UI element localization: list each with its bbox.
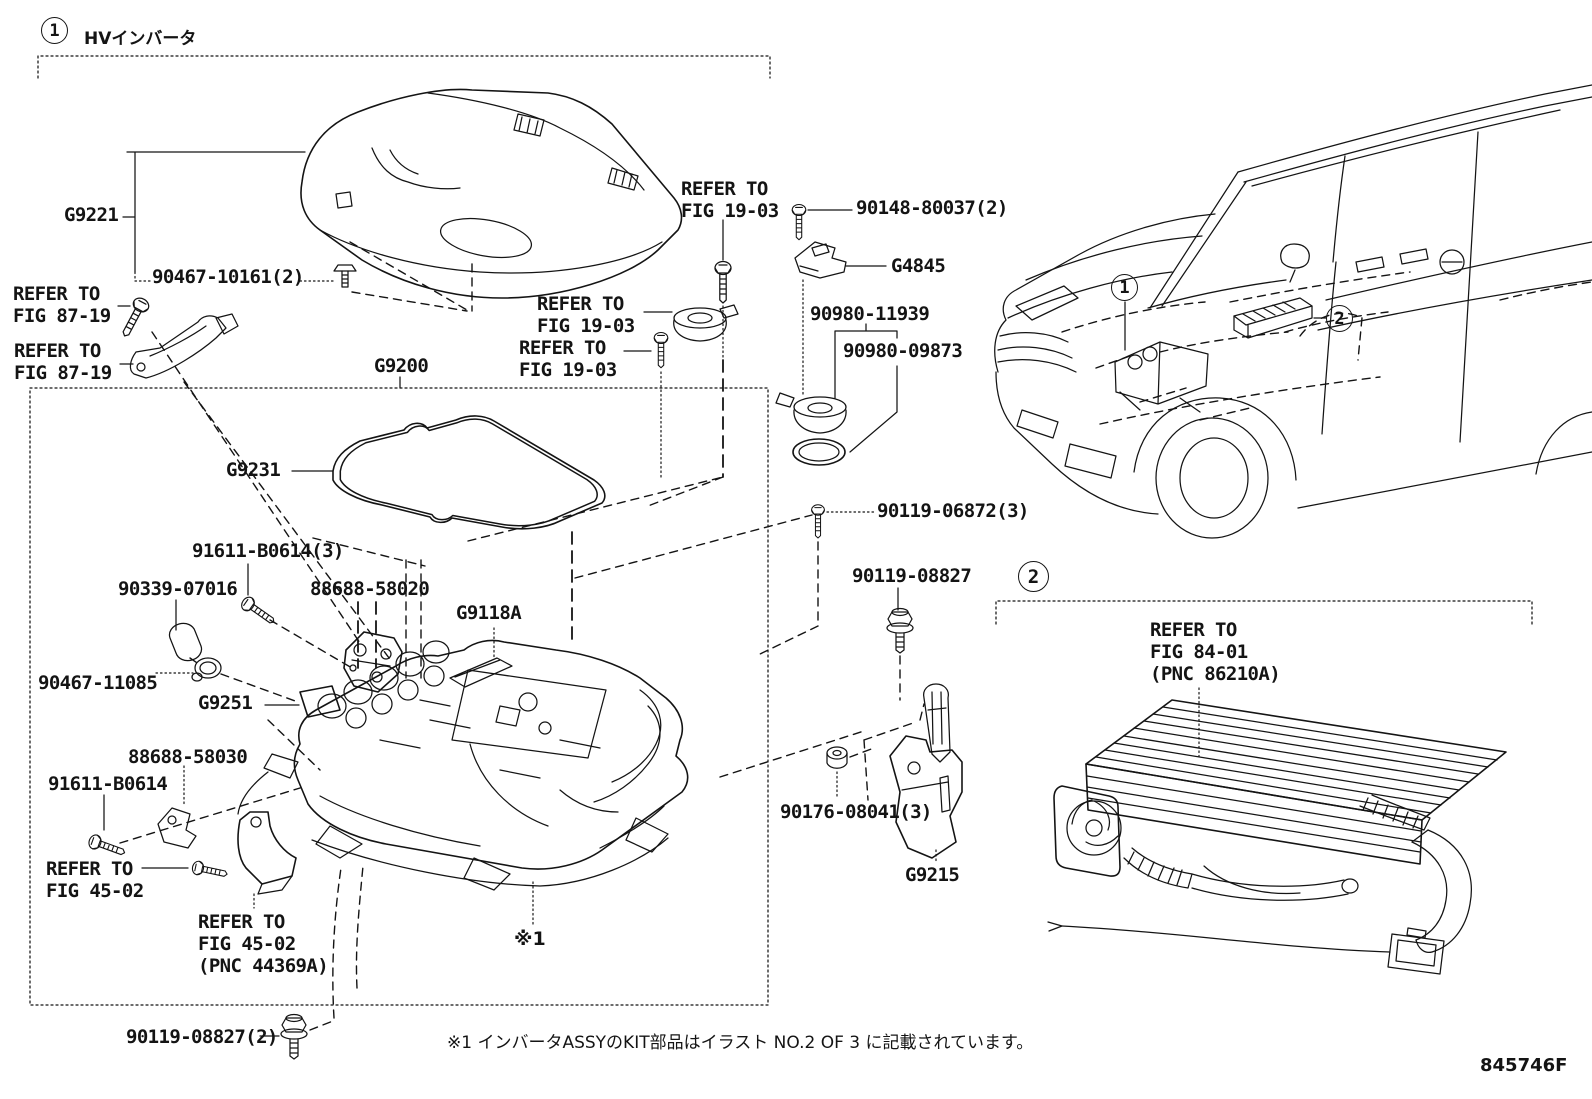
grommet-90980-11939 xyxy=(775,392,847,434)
bolt-90148-80037 xyxy=(791,203,853,241)
bracket-88688-58030 xyxy=(157,765,197,849)
label-p90339-07016: 90339-07016 xyxy=(118,578,238,600)
fig-87-19-bracket-arm xyxy=(119,313,393,663)
fig-45-02-screw xyxy=(141,859,230,882)
label-g9118a: G9118A xyxy=(456,602,522,624)
label-p88688-58020: 88688-58020 xyxy=(310,578,430,600)
bracket-88688-58020 xyxy=(343,559,422,693)
label-g9251: G9251 xyxy=(198,692,253,714)
bolt-91611-b0614 xyxy=(86,787,301,861)
label-ref-fig-19-03-low: REFER TO FIG 19-03 xyxy=(519,337,617,381)
alignment-dashes xyxy=(312,476,813,641)
label-p90119-08827-2: 90119-08827(2) xyxy=(126,1026,278,1048)
label-g9215: G9215 xyxy=(905,864,960,886)
section-1-badge: 1 xyxy=(41,17,68,44)
label-p91611-b0614: 91611-B0614 xyxy=(48,773,168,795)
label-g9221: G9221 xyxy=(64,204,119,226)
grommet-90467-11085 xyxy=(155,657,299,703)
label-ref-fig-87-19-a: REFER TO FIG 87-19 xyxy=(13,283,111,327)
label-p90980-09873: 90980-09873 xyxy=(843,340,963,362)
section-1-bracket xyxy=(37,55,771,79)
label-ref-fig-84-01: REFER TO FIG 84-01 (PNC 86210A) xyxy=(1150,619,1281,685)
grommet-90980-bracket-lines xyxy=(834,323,898,453)
label-p90176-08041: 90176-08041(3) xyxy=(780,801,932,823)
fig-45-02-bracket xyxy=(237,811,297,909)
bolt-90119-06872 xyxy=(759,504,875,655)
label-p90148-80037: 90148-80037(2) xyxy=(856,197,1008,219)
label-p90467-11085: 90467-11085 xyxy=(38,672,158,694)
g9251-pad xyxy=(264,685,341,771)
fig-19-03-low-bolt xyxy=(623,331,669,478)
label-p90119-08827: 90119-08827 xyxy=(852,565,972,587)
oring-90980-09873 xyxy=(792,438,846,466)
grommet-upper xyxy=(643,304,739,342)
label-ref-fig-19-03-mid: REFER TO FIG 19-03 xyxy=(537,293,635,337)
section-1-title: HVインバータ xyxy=(84,29,197,49)
label-ref-fig-87-19-b: REFER TO FIG 87-19 xyxy=(14,340,112,384)
inverter-assembly-drawing xyxy=(237,639,689,925)
g9221-leader xyxy=(122,151,306,282)
footnote: ※1 インバータASSYのKIT部品はイラスト NO.2 OF 3 に記載されて… xyxy=(447,1033,1034,1053)
van-callout-1-badge: 1 xyxy=(1111,274,1138,301)
van-drawing xyxy=(994,84,1592,539)
label-star-1: ※1 xyxy=(514,928,546,950)
label-g9231: G9231 xyxy=(226,459,281,481)
section-2-badge: 2 xyxy=(1018,561,1049,592)
g9118a-tag xyxy=(449,627,513,688)
nut-90176-08041 xyxy=(719,730,875,800)
label-g9200: G9200 xyxy=(374,355,429,377)
g9215-bracket xyxy=(863,683,963,863)
label-ref-fig-45-02: REFER TO FIG 45-02 xyxy=(46,858,144,902)
fig-87-19-bolt xyxy=(116,294,363,647)
g4845-sensor-bracket xyxy=(794,241,887,395)
engine-cover-drawing xyxy=(300,88,683,312)
bolt-90119-08827-2 xyxy=(259,865,364,1060)
label-p91611-b0614-3: 91611-B0614(3) xyxy=(192,540,344,562)
label-p90467-10161: 90467-10161(2) xyxy=(152,266,304,288)
label-p88688-58030: 88688-58030 xyxy=(128,746,248,768)
section-2-bracket xyxy=(995,600,1533,625)
clip-90467-10161 xyxy=(299,264,468,312)
figure-code: 845746F xyxy=(1480,1055,1568,1076)
gasket-drawing xyxy=(291,415,606,530)
bolt-90119-08827 xyxy=(886,587,914,701)
label-p90980-11939: 90980-11939 xyxy=(810,303,930,325)
dcdc-converter-drawing xyxy=(1047,687,1507,975)
label-g4845: G4845 xyxy=(891,255,946,277)
label-ref-fig-19-03-top: REFER TO FIG 19-03 xyxy=(681,178,779,222)
label-p90119-06872: 90119-06872(3) xyxy=(877,500,1029,522)
g9200-boundary-box xyxy=(29,376,769,1006)
van-callout-2-badge: 2 xyxy=(1326,305,1353,332)
label-ref-fig-45-02-pnc: REFER TO FIG 45-02 (PNC 44369A) xyxy=(198,911,329,977)
bolt-91611-b0614-3 xyxy=(238,563,353,669)
spacer-90339-07016 xyxy=(168,599,203,666)
